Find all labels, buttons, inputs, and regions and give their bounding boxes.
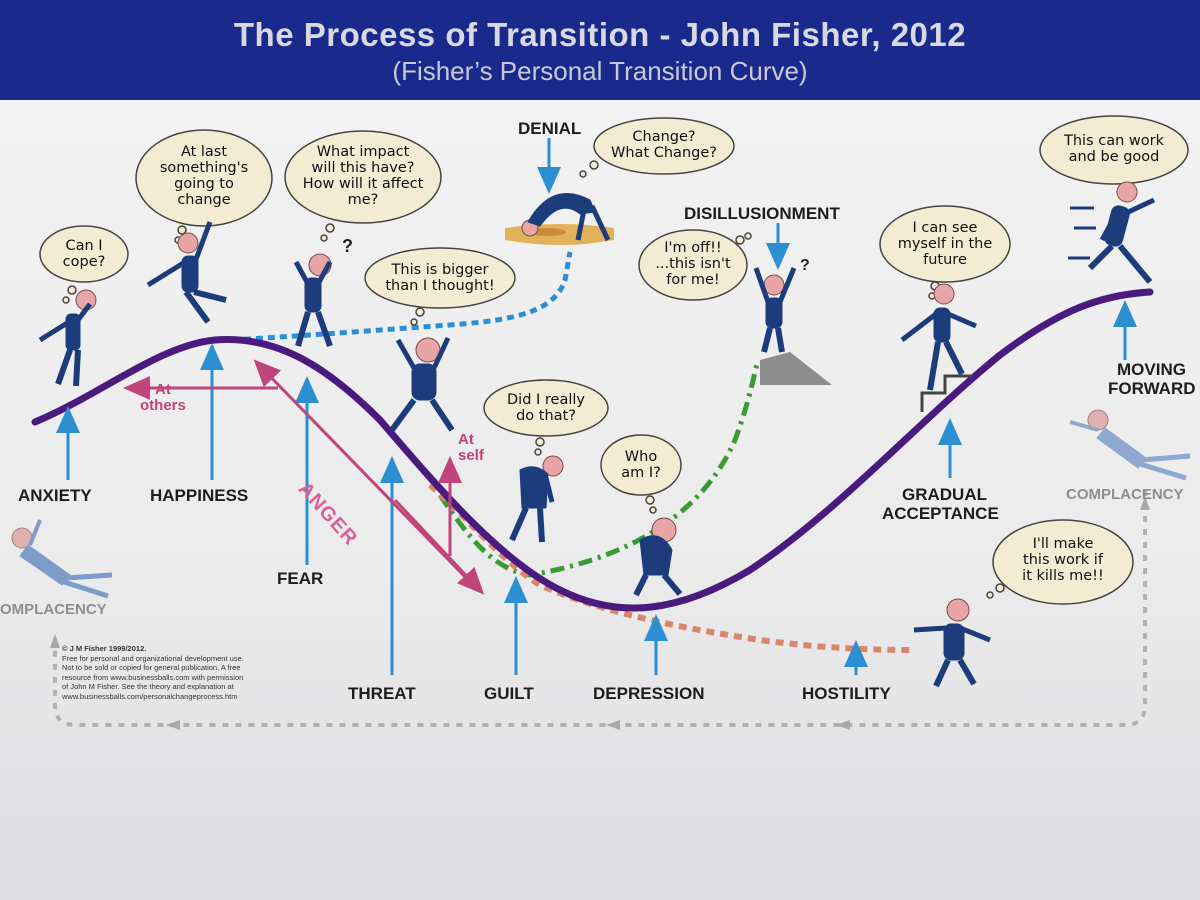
stage-gradual-acceptance-2: ACCEPTANCE xyxy=(882,504,999,523)
title-banner: The Process of Transition - John Fisher,… xyxy=(0,0,1200,100)
figure-acceptance xyxy=(900,283,977,391)
figure-fear xyxy=(293,253,333,347)
stage-disillusionment: DISILLUSIONMENT xyxy=(684,204,840,223)
figure-moving-forward xyxy=(1068,181,1156,284)
loop-arrow-mid-2 xyxy=(606,720,620,730)
question-mark-fear: ? xyxy=(342,236,353,256)
bubble-what-impact xyxy=(284,130,442,242)
stage-moving-forward-2: FORWARD xyxy=(1108,379,1196,398)
diagram-title: The Process of Transition - John Fisher,… xyxy=(233,16,967,53)
bubble-text-can-i-cope: Can I cope? xyxy=(62,238,106,270)
figure-threat xyxy=(389,336,455,432)
hostility-path xyxy=(428,482,911,653)
denial-path xyxy=(231,251,573,343)
bubble-bigger xyxy=(364,247,516,326)
question-mark-disillusion: ? xyxy=(800,257,810,274)
bubble-did-i xyxy=(483,379,609,456)
bubble-text-make-work: I'll make this work if it kills me!! xyxy=(1022,536,1104,584)
anger-arrow-down xyxy=(393,498,485,595)
figure-hostility xyxy=(913,598,991,688)
bubble-can-i-cope xyxy=(39,225,129,304)
complacency-loop-path xyxy=(53,490,1147,727)
disillusionment-path xyxy=(437,359,761,578)
bubble-text-bigger: This is bigger than I thought! xyxy=(385,262,495,294)
anger-arrow-up xyxy=(253,359,472,584)
bubble-see-myself xyxy=(879,205,1011,300)
copyright-notice: © J M Fisher 1999/2012. Free for persona… xyxy=(62,644,244,701)
bubble-who-am-i xyxy=(600,434,682,514)
at-others-label: At others xyxy=(140,381,186,414)
loop-arrow-mid-3 xyxy=(166,720,180,730)
at-self-label: At self xyxy=(458,431,484,464)
figure-guilt xyxy=(509,455,564,543)
stage-depression: DEPRESSION xyxy=(593,684,705,703)
acceptance-step xyxy=(920,374,972,412)
bubble-text-what-impact: What impact will this have? How will it … xyxy=(302,144,424,208)
figure-denial xyxy=(521,193,611,242)
bubble-change xyxy=(579,117,735,178)
bubble-text-did-i: Did I really do that? xyxy=(507,392,585,424)
bubble-text-can-work: This can work and be good xyxy=(1064,133,1164,165)
figure-happiness xyxy=(146,221,227,324)
bubble-im-off xyxy=(638,229,752,301)
stage-guilt: GUILT xyxy=(484,684,534,703)
figure-disillusionment xyxy=(753,267,797,353)
bubble-text-at-last: At last something's going to change xyxy=(159,144,249,208)
figure-depression xyxy=(633,517,683,597)
stage-complacency-left: OMPLACENCY xyxy=(0,601,107,618)
loop-arrow-right xyxy=(1140,496,1150,510)
stage-gradual-acceptance-1: GRADUAL xyxy=(902,485,987,504)
bubble-text-see-myself: I can see myself in the future xyxy=(897,220,993,268)
figure-complacency-right xyxy=(1069,409,1191,481)
stage-complacency-right: COMPLACENCY xyxy=(1066,486,1184,503)
stage-happiness: HAPPINESS xyxy=(150,486,249,505)
figure-complacency-left xyxy=(11,519,113,599)
stage-denial: DENIAL xyxy=(518,119,582,138)
stage-threat: THREAT xyxy=(348,684,416,703)
bubble-at-last xyxy=(135,129,273,244)
figure-anxiety xyxy=(38,289,97,387)
diagram-subtitle: (Fisher’s Personal Transition Curve) xyxy=(392,56,808,86)
stage-hostility: HOSTILITY xyxy=(802,684,891,703)
bubble-text-change: Change? What Change? xyxy=(611,129,717,161)
main-transition-curve xyxy=(31,288,1154,612)
stage-fear: FEAR xyxy=(277,569,324,588)
disillusionment-pedestal xyxy=(760,352,832,385)
bubble-text-who-am-i: Who am I? xyxy=(621,449,661,481)
stage-anxiety: ANXIETY xyxy=(18,486,92,505)
loop-arrow-mid-1 xyxy=(836,720,850,730)
bubble-make-work xyxy=(986,519,1134,605)
bubble-text-im-off: I'm off!! ...this isn't for me! xyxy=(655,240,731,288)
stage-moving-forward-1: MOVING xyxy=(1117,360,1186,379)
loop-arrow-left xyxy=(50,634,60,648)
